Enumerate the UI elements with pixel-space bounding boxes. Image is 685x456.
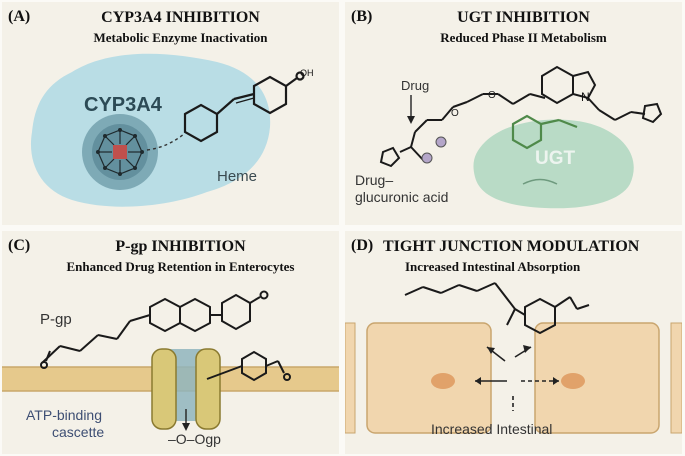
svg-text:O: O (488, 90, 496, 101)
ugt-bound-ring (511, 114, 578, 150)
enzyme-label: CYP3A4 (84, 94, 162, 116)
absorption-label: Increased Intestinal (431, 421, 553, 437)
panel-c-subtitle: Enhanced Drug Retention in Enterocytes (66, 259, 295, 274)
transporter-right (195, 348, 221, 430)
panel-a-letter: (A) (8, 8, 31, 25)
glucuronide-bead-1 (421, 152, 433, 164)
binding-dashed-line (146, 133, 185, 151)
panel-cyp3a4-inhibition: (A) CYP3A4 INHIBITION Metabolic Enzyme I… (2, 2, 339, 225)
ugt-illustration: O O (379, 65, 663, 209)
nitrogen-label: N (581, 90, 590, 104)
svg-text:O: O (451, 108, 459, 119)
inhibitor-molecule (183, 71, 305, 143)
drug-molecule (379, 65, 663, 168)
nucleus-2 (561, 373, 585, 389)
pgp-illustration (2, 290, 339, 431)
panel-b-subtitle: Reduced Phase II Metabolism (440, 30, 607, 45)
tight-junction-illustration (345, 282, 682, 434)
transporter-left (151, 348, 177, 430)
pgp-inhibitor-molecule (40, 290, 291, 382)
hydroxyl-label: OH (300, 68, 314, 78)
panel-c-title: P-gp INHIBITION (115, 238, 246, 255)
panel-b-letter: (B) (351, 8, 373, 25)
glucuronide-bead-2 (435, 136, 447, 148)
cyp3a4-illustration (30, 53, 305, 207)
panel-b-title: UGT INHIBITION (457, 9, 590, 26)
enterocyte-cell-2 (534, 322, 660, 434)
drug-label: Drug (401, 78, 430, 93)
panel-pgp-inhibition: (C) P-gp INHIBITION Enhanced Drug Retent… (2, 231, 339, 454)
panel-tight-junction-modulation: (D) TIGHT JUNCTION MODULATION Increased … (345, 231, 682, 454)
panel-d-title: TIGHT JUNCTION MODULATION (383, 238, 640, 255)
enterocyte-cell-1 (366, 322, 492, 434)
pgp-label: P-gp (40, 311, 72, 328)
heme-label: Heme (217, 168, 258, 185)
panel-d-subtitle: Increased Intestinal Absorption (405, 259, 581, 274)
ogp-label: –O–Ogp (168, 431, 221, 447)
ugt-label: UGT (535, 148, 576, 169)
product-label-line1: Drug– (355, 172, 394, 188)
nucleus-1 (431, 373, 455, 389)
atp-label-line2: cascette (52, 424, 105, 440)
modulator-molecule (404, 282, 590, 335)
cell-left-edge (345, 322, 356, 434)
panel-a-title: CYP3A4 INHIBITION (101, 9, 260, 26)
cell-right-edge (670, 322, 682, 434)
panel-a-subtitle: Metabolic Enzyme Inactivation (93, 30, 268, 45)
panel-d-letter: (D) (351, 237, 374, 254)
atp-label-line1: ATP-binding (26, 407, 103, 423)
product-label-line2: glucuronic acid (355, 189, 449, 205)
ugt-enzyme-blob (473, 119, 634, 209)
heme-iron-center (113, 145, 127, 159)
panel-c-letter: (C) (8, 237, 31, 254)
panel-ugt-inhibition: O O (B) UGT INHIBITION Reduced Phase II … (345, 2, 682, 225)
